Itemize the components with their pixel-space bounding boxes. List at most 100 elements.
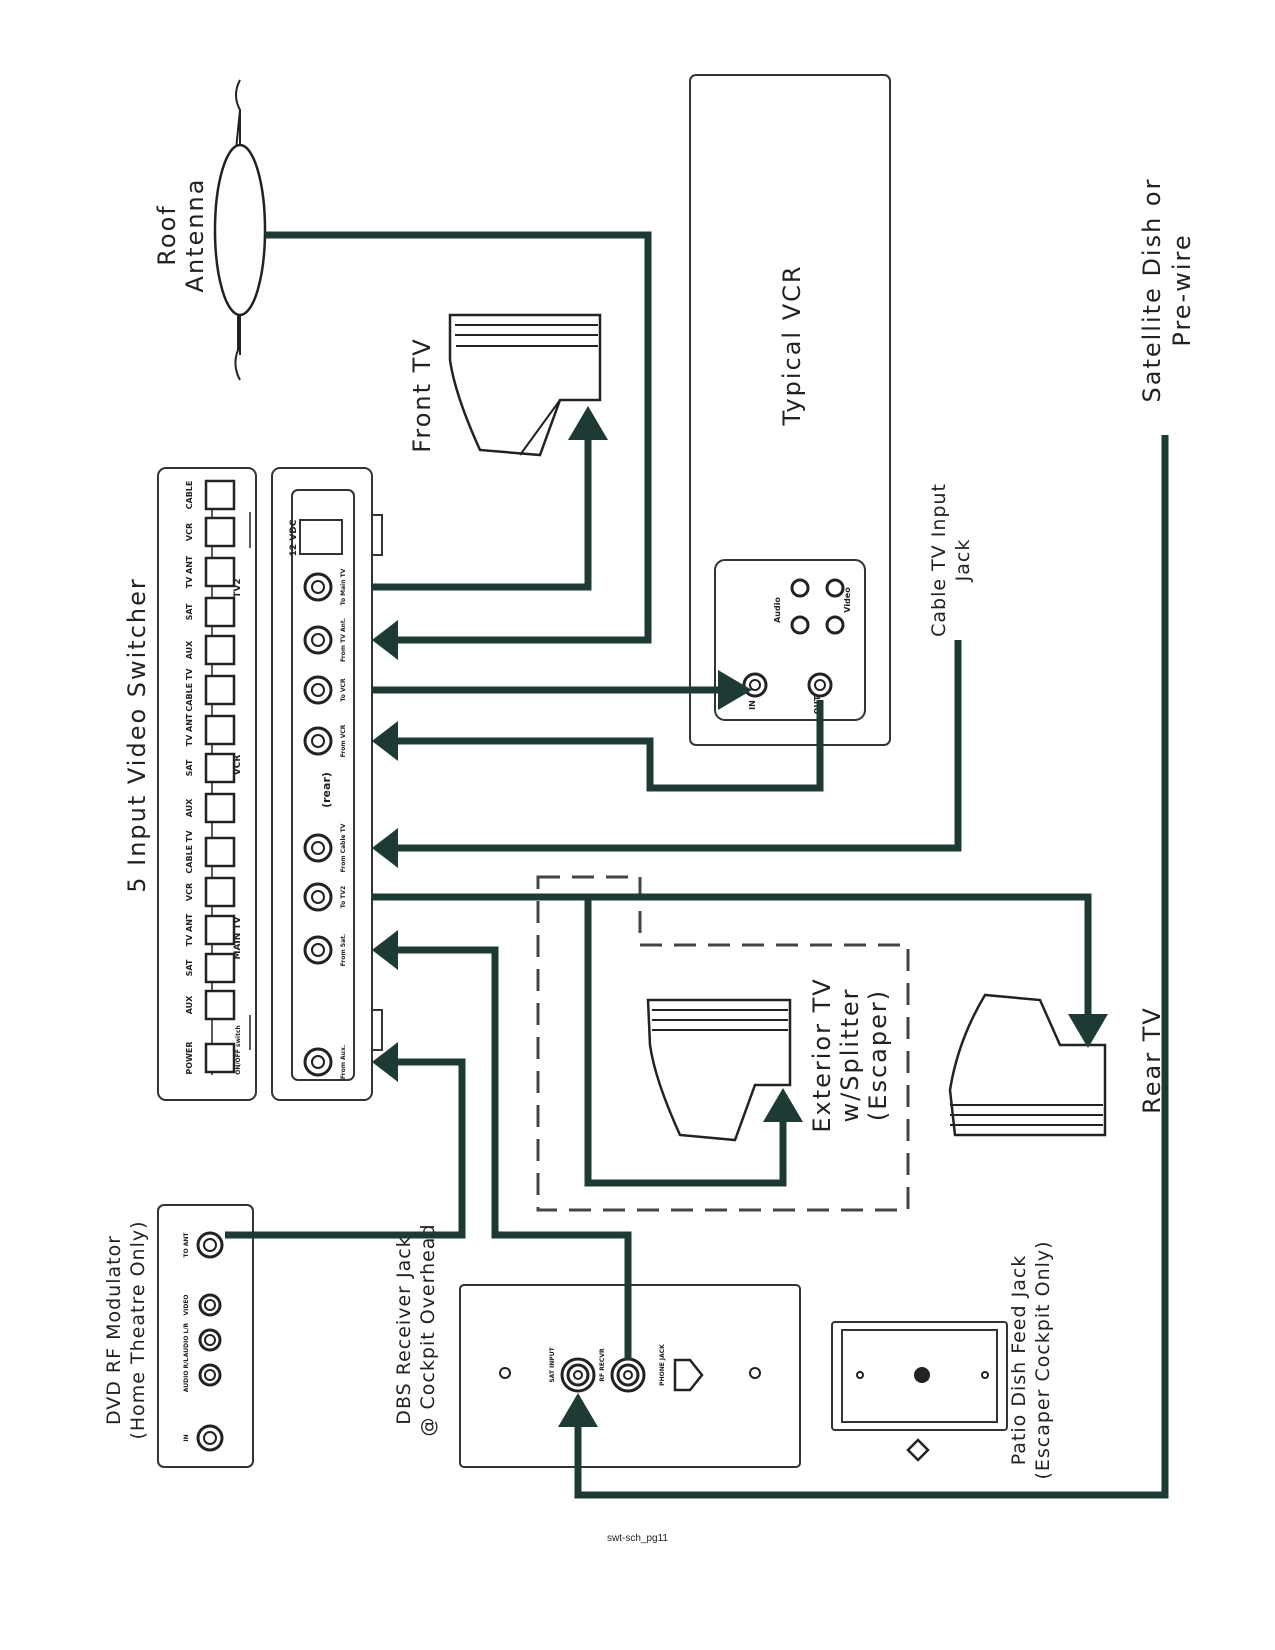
rear-jack-2[interactable]: [303, 675, 333, 705]
vcr: Video Audio IN OUT: [689, 74, 891, 746]
vcr-video-label: Video: [843, 587, 852, 613]
switcher-button-label: SAT: [185, 959, 194, 976]
switcher-button-label: TV ANT: [185, 913, 194, 946]
vdc-label: 12 VDC: [289, 519, 299, 556]
switcher-button-2[interactable]: [204, 952, 236, 984]
switcher-button-label: AUX: [185, 995, 194, 1014]
switcher-button-label: VCR: [185, 883, 194, 901]
exterior-tv-label-3: (Escaper): [864, 989, 892, 1121]
vcr-in-label: IN: [748, 700, 757, 710]
exterior-tv-label-1: Exterior TV: [808, 977, 836, 1132]
rear-jack-4[interactable]: [303, 833, 333, 863]
vcr-video-in-jack: [825, 615, 845, 635]
wire-from-vcr: [395, 700, 824, 792]
rear-jack-7[interactable]: [303, 1047, 333, 1077]
dbs-receiver-jack: SAT INPUT RF RECVR PHONE JACK: [459, 1284, 801, 1468]
switcher-button-label: AUX: [185, 640, 194, 659]
switcher-rear-panel: To Main TV From TV Ant. To VCR From VCR From…: [271, 467, 383, 1101]
wire-to-tv2: [372, 893, 1092, 1020]
rear-jack-label: To Main TV: [340, 568, 347, 605]
arrowheads: [372, 406, 1108, 1427]
rear-jack-label: From Aux.: [340, 1045, 347, 1079]
switcher-button-9[interactable]: [204, 674, 236, 706]
switcher-title: 5 Input Video Switcher: [123, 577, 151, 893]
rear-jack-label: From Sat.: [340, 934, 347, 967]
switcher-button-label: AUX: [185, 798, 194, 817]
patio-label-1: Patio Dish Feed Jack: [1008, 1255, 1030, 1466]
rear-tv: [948, 993, 1107, 1137]
switcher-button-6[interactable]: [204, 792, 236, 824]
patio-dish-feed-jack: [831, 1321, 1008, 1462]
dbs-label-1: DBS Receiver Jack: [393, 1235, 415, 1424]
patio-label-2: (Escaper Cockpit Only): [1032, 1240, 1054, 1479]
wire-front-tv: [372, 440, 592, 591]
rear-jack-3[interactable]: [303, 726, 333, 756]
rear-jack-label: To VCR: [340, 678, 347, 702]
switcher-button-0[interactable]: [204, 1042, 236, 1074]
switcher-power-sub: ON/OFF switch: [235, 1025, 242, 1075]
dvd-mod-label-1: DVD RF Modulator: [103, 1235, 125, 1425]
switcher-button-label: CABLE TV: [185, 668, 194, 712]
roof-antenna-label-2: Antenna: [181, 178, 209, 293]
switcher-button-label: CABLE TV: [185, 830, 194, 874]
dvd-mod-label-2: (Home Theatre Only): [127, 1220, 149, 1439]
vcr-label: Typical VCR: [778, 264, 806, 426]
switcher-button-label: SAT: [185, 603, 194, 620]
dbs-jack-label: RF RECVR: [599, 1348, 606, 1382]
wire-from-sat: [395, 946, 632, 1360]
dvd-jack-label: IN: [183, 1434, 190, 1441]
switcher-button-14[interactable]: [204, 479, 236, 511]
dvd-jack-label: VIDEO: [183, 1294, 190, 1315]
wire-satellite: [574, 435, 1169, 1499]
rear-jack-label: To TV2: [340, 886, 347, 908]
rear-jack-label: From Cable TV: [340, 823, 347, 872]
dvd-jack-label: AUDIO R/L: [183, 1358, 190, 1393]
roof-antenna: [213, 79, 267, 381]
vcr-audio-in-l: [790, 615, 810, 635]
dbs-jack-label: SAT INPUT: [549, 1346, 556, 1382]
vcr-ant-out-jack: [807, 672, 833, 698]
switcher-button-label: TV ANT: [185, 555, 194, 588]
switcher-button-7[interactable]: [204, 752, 236, 784]
switcher-button-4[interactable]: [204, 876, 236, 908]
switcher-button-label: SAT: [185, 759, 194, 776]
satellite-label-1: Satellite Dish or: [1138, 178, 1166, 403]
switcher-button-8[interactable]: [204, 714, 236, 746]
page-footer: swt-sch_pg11: [607, 1533, 668, 1544]
dbs-label-2: @ Cockpit Overhead: [417, 1223, 439, 1436]
cable-tv-jack-label-2: Jack: [952, 539, 974, 583]
switcher-button-label: POWER: [185, 1041, 194, 1074]
rear-jack-5[interactable]: [303, 882, 333, 912]
switcher-button-11[interactable]: [204, 596, 236, 628]
rear-jack-label: From VCR: [340, 724, 347, 757]
exterior-tv-label-2: w/Splitter: [836, 988, 864, 1123]
wire-from-aux: [225, 1058, 466, 1239]
rear-jack-6[interactable]: [303, 935, 333, 965]
switcher-button-10[interactable]: [204, 634, 236, 666]
switcher-group-vcr: VCR: [233, 755, 243, 776]
front-tv-label: Front TV: [408, 337, 436, 452]
rear-panel-label: (rear): [320, 772, 333, 808]
vcr-video-out-jack: [825, 578, 845, 598]
vcr-audio-label: Audio: [773, 597, 782, 623]
rear-jack-label: From TV Ant.: [340, 618, 347, 662]
switcher-button-5[interactable]: [204, 836, 236, 868]
switcher-button-13[interactable]: [204, 516, 236, 548]
switcher-button-label: VCR: [185, 523, 194, 541]
switcher-button-12[interactable]: [204, 556, 236, 588]
wires: [225, 231, 1169, 1499]
switcher-button-1[interactable]: [204, 989, 236, 1021]
switcher-button-label: TV ANT: [185, 713, 194, 746]
dvd-jack-label: TO ANT: [183, 1232, 190, 1258]
switcher-button-3[interactable]: [204, 914, 236, 946]
cable-tv-jack-label-1: Cable TV Input: [928, 483, 950, 637]
switcher-group-tv2: TV2: [233, 578, 243, 597]
wire-cable-tv: [395, 640, 962, 852]
rear-jack-0[interactable]: [303, 572, 333, 602]
wire-antenna: [265, 231, 652, 644]
dbs-jack-label: PHONE JACK: [659, 1344, 666, 1386]
switcher-group-main-tv: MAIN TV: [233, 916, 243, 959]
rear-jack-1[interactable]: [303, 625, 333, 655]
